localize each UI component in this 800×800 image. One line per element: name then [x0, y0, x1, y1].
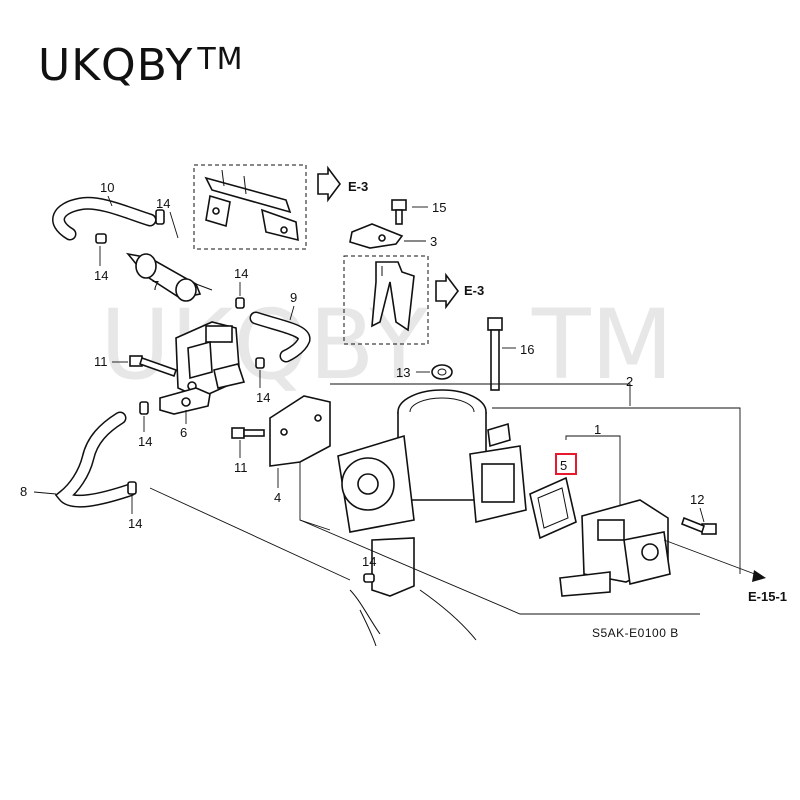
- arrow-e3-top-icon: [317, 165, 341, 203]
- callout-12[interactable]: 12: [690, 492, 704, 507]
- diagram-code: S5AK-E0100 B: [592, 626, 679, 640]
- callout-11-upper[interactable]: 11: [94, 354, 108, 369]
- gasket-5: [529, 476, 577, 540]
- iac-valve: [559, 499, 671, 597]
- bracket-line-2b: [492, 407, 741, 574]
- bolt-16: [487, 317, 503, 391]
- brand-name: UKQBY: [38, 40, 194, 91]
- callout-14-c[interactable]: 14: [234, 266, 248, 281]
- callout-10[interactable]: 10: [100, 180, 114, 195]
- throttle-body: [337, 389, 527, 533]
- callout-14-e[interactable]: 14: [138, 434, 152, 449]
- sensor-bracket: [175, 321, 246, 399]
- bracket-line-1: [565, 435, 621, 508]
- clamp-14-b: [95, 233, 107, 244]
- callout-14-d[interactable]: 14: [256, 390, 270, 405]
- clamp-14-d: [255, 357, 265, 369]
- callout-3[interactable]: 3: [430, 234, 437, 249]
- bolt-12: [681, 516, 717, 535]
- arrow-e15-icon: [752, 570, 766, 582]
- bracket-4: [269, 395, 331, 467]
- clamp-14-e: [139, 401, 149, 415]
- hose-10: [52, 196, 157, 241]
- callout-2[interactable]: 2: [626, 374, 633, 389]
- clamp-14-f: [127, 481, 137, 495]
- callout-14-b[interactable]: 14: [94, 268, 108, 283]
- bracket-line-2: [330, 383, 631, 406]
- callout-11-lower[interactable]: 11: [234, 460, 248, 475]
- hose-9: [249, 311, 311, 363]
- ref-e3-top[interactable]: E-3: [348, 179, 368, 194]
- callout-1[interactable]: 1: [594, 422, 601, 437]
- clamp-14-a: [155, 209, 165, 225]
- callout-16[interactable]: 16: [520, 342, 534, 357]
- ref-e3-mid[interactable]: E-3: [464, 283, 484, 298]
- fuel-rail-box: [193, 164, 307, 250]
- callout-7[interactable]: 7: [152, 278, 159, 293]
- hose-8: [54, 411, 137, 508]
- bracket-6: [159, 387, 211, 415]
- arrow-e3-mid-icon: [435, 272, 459, 310]
- cable-bracket-box: [343, 255, 429, 345]
- brand-trademark: TM: [197, 42, 244, 77]
- callout-5[interactable]: 5: [560, 458, 567, 473]
- fuel-rail-bracket: [193, 164, 307, 250]
- highlight-box: [555, 453, 577, 475]
- clamp-14-g: [363, 573, 375, 583]
- cable-bracket: [343, 255, 429, 345]
- bolt-15: [391, 199, 407, 225]
- ref-e15[interactable]: E-15-1: [748, 589, 787, 604]
- bolt-11-upper: [129, 355, 178, 378]
- callout-9[interactable]: 9: [290, 290, 297, 305]
- watermark: UKQBY TM: [100, 289, 673, 401]
- callout-14-f[interactable]: 14: [128, 516, 142, 531]
- nut-13: [431, 364, 453, 380]
- callout-8[interactable]: 8: [20, 484, 27, 499]
- bracket-3: [349, 223, 404, 249]
- fuel-filter-7: [126, 252, 213, 302]
- watermark-mark: TM: [531, 289, 673, 401]
- callout-15[interactable]: 15: [432, 200, 446, 215]
- callout-13[interactable]: 13: [396, 365, 410, 380]
- callout-14-g[interactable]: 14: [362, 554, 376, 569]
- callout-4[interactable]: 4: [274, 490, 281, 505]
- bolt-11-lower: [231, 427, 265, 439]
- callout-14-a[interactable]: 14: [156, 196, 170, 211]
- callout-6[interactable]: 6: [180, 425, 187, 440]
- clamp-14-c: [235, 297, 245, 309]
